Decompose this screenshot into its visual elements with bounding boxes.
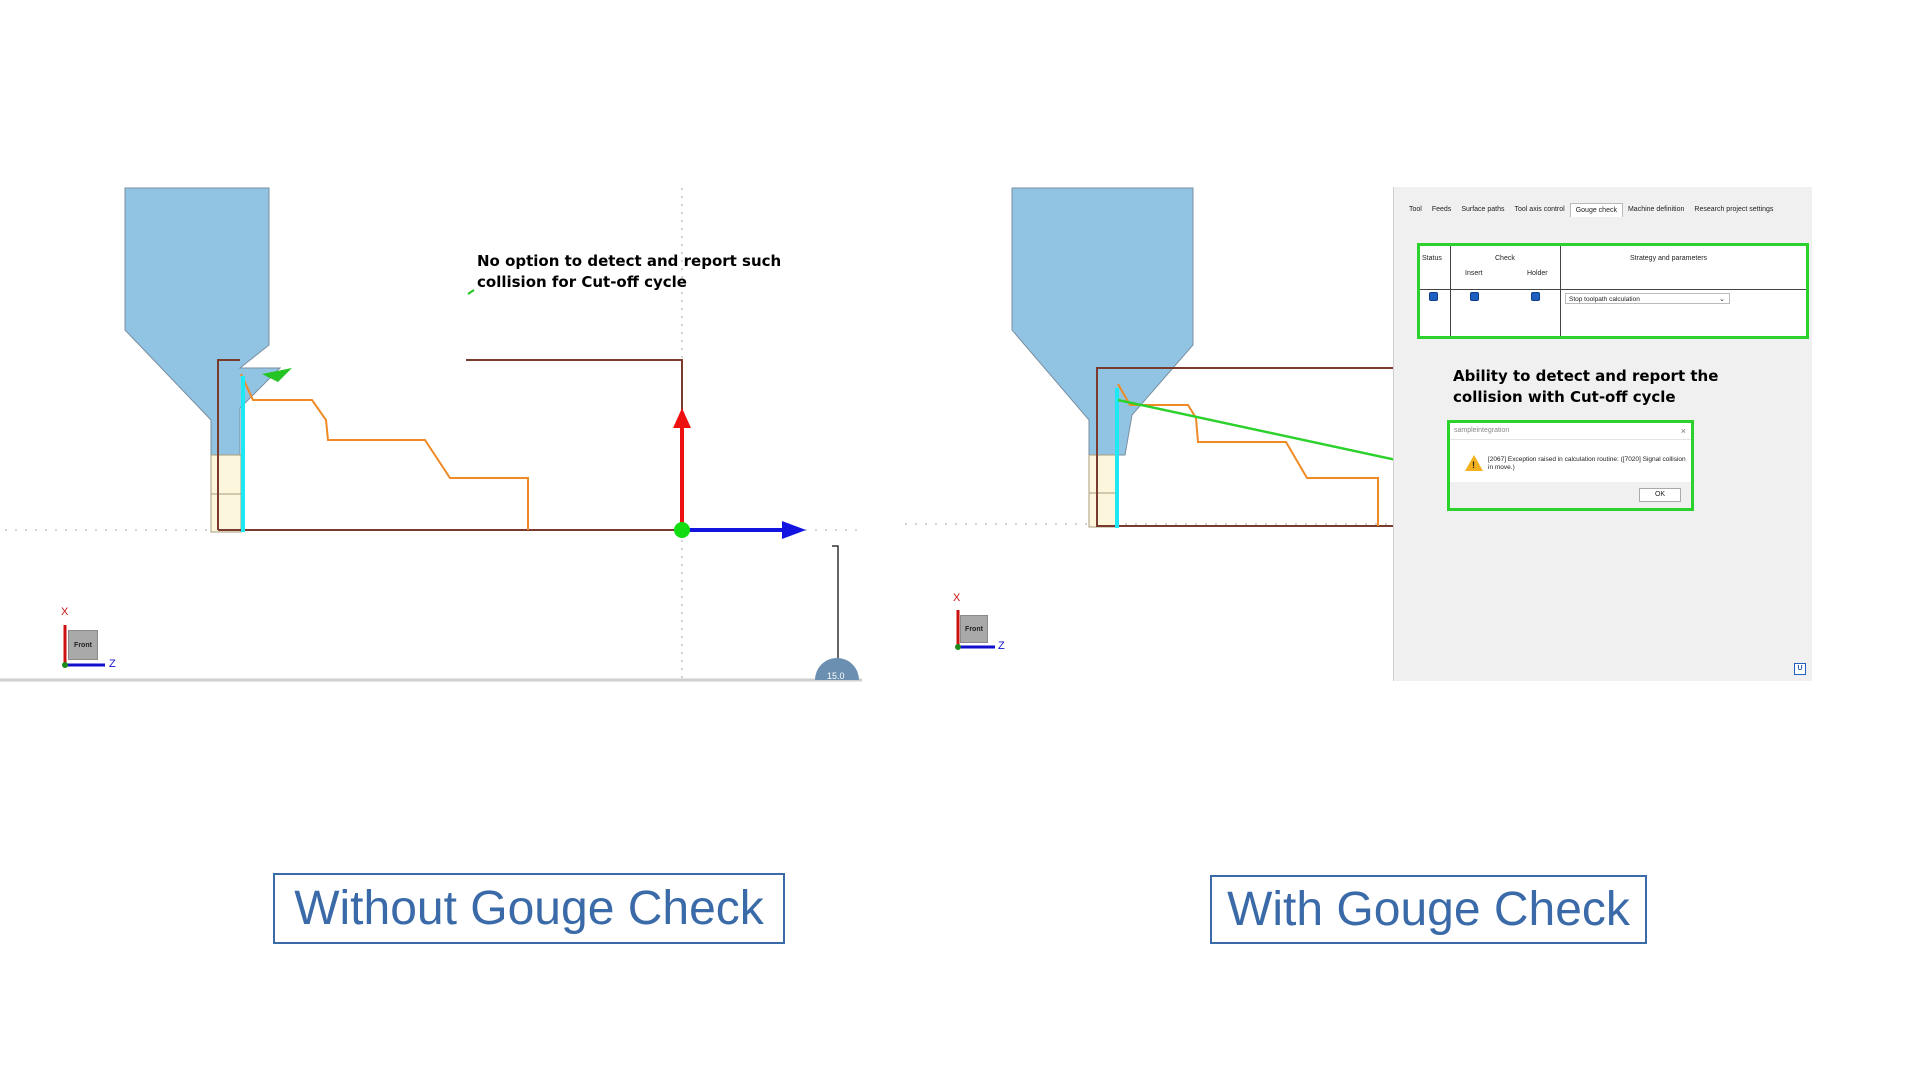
triad-origin [62,662,68,668]
right-stock-outline [1096,367,1394,527]
holder-header: Holder [1527,270,1548,277]
table-header-divider [1420,289,1806,290]
zoom-badge-text: 15.0 [827,671,845,681]
left-note-line1: No option to detect and report such [477,252,782,270]
right-view-cube[interactable]: Front [960,615,988,643]
right-triad-z-label: Z [998,640,1005,652]
dialog-footer: OK [1450,482,1691,508]
dialog-title: sampleintegration [1454,427,1510,434]
right-insert-block-upper [1088,454,1118,494]
right-tool-holder [1011,187,1194,456]
strategy-select-value: Stop toolpath calculation [1569,296,1640,303]
left-view-cube[interactable]: Front [68,630,98,660]
right-toolpath [1117,383,1379,526]
left-triad-x-label: X [61,606,69,618]
table-divider [1450,246,1451,336]
holder-checkbox[interactable] [1532,293,1539,300]
insert-checkbox[interactable] [1471,293,1478,300]
warning-icon [1465,455,1483,471]
x-axis-arrowhead [673,408,691,428]
insert-header: Insert [1465,270,1483,277]
collision-arrow [262,368,292,382]
caption-with-gouge-check: With Gouge Check [1210,875,1647,944]
chevron-down-icon: ⌄ [1719,296,1725,303]
right-insert-block-lower [1088,492,1118,528]
tab-machine-definition[interactable]: Machine definition [1627,206,1685,213]
caption-without-gouge-check: Without Gouge Check [273,873,785,944]
left-note-line2: collision for Cut-off cycle [477,273,687,291]
origin-point[interactable] [674,522,690,538]
left-triad-z-label: Z [109,658,116,670]
stock-outline [217,359,240,530]
right-note-line2: collision with Cut-off cycle [1453,388,1676,406]
tab-tool[interactable]: Tool [1409,206,1422,213]
tab-gouge-check[interactable]: Gouge check [1569,203,1623,217]
close-icon[interactable]: × [1680,426,1686,436]
help-icon[interactable]: U [1794,663,1806,675]
tab-research-project-settings[interactable]: Research project settings [1694,206,1774,213]
error-dialog: sampleintegration × ! [2067] Exception r… [1447,420,1694,511]
dialog-titlebar: sampleintegration × [1450,423,1691,440]
zoom-badge[interactable] [815,658,859,680]
check-header: Check [1495,255,1515,262]
z-axis-arrowhead [782,521,806,539]
ok-button[interactable]: OK [1639,488,1681,502]
status-header: Status [1422,255,1442,262]
gouge-check-table: Status Check Insert Holder Strategy and … [1417,243,1809,339]
insert-block-lower [210,493,242,533]
settings-tabs: Tool Feeds Surface paths Tool axis contr… [1404,203,1778,217]
strategy-header: Strategy and parameters [1630,255,1708,262]
tab-feeds[interactable]: Feeds [1431,206,1452,213]
tab-surface-paths[interactable]: Surface paths [1461,206,1505,213]
dialog-message: [2067] Exception raised in calculation r… [1488,456,1686,471]
right-note-line1: Ability to detect and report the [1453,367,1719,385]
toolpath [240,373,529,530]
right-triad-x-label: X [953,592,961,604]
collision-pointer [1117,398,1439,471]
green-tick [467,289,475,295]
status-checkbox[interactable] [1430,293,1437,300]
warning-mark: ! [1472,460,1475,470]
strategy-select[interactable]: Stop toolpath calculation ⌄ [1565,293,1730,304]
right-triad-origin [955,644,961,650]
table-divider [1560,246,1561,336]
insert-block-upper [210,454,242,495]
tab-tool-axis-control[interactable]: Tool axis control [1514,206,1565,213]
